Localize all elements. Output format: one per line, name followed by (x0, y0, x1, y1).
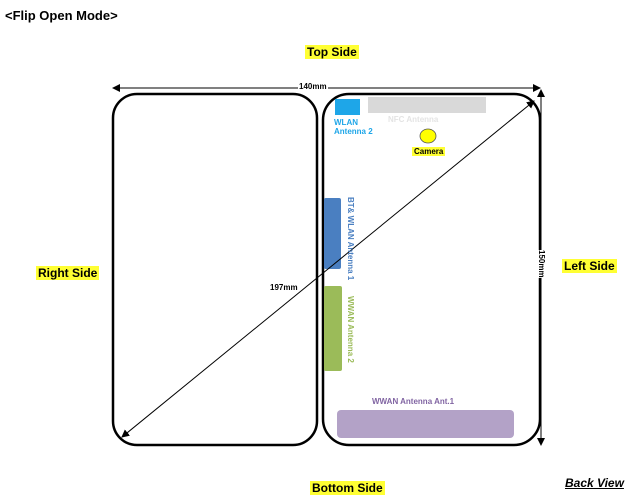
wlan-antenna-2-block (335, 99, 360, 115)
left-panel (111, 92, 319, 447)
wwan-antenna-2-label: WWAN Antenna 2 (346, 296, 355, 363)
back-view-label: Back View (565, 476, 624, 490)
width-dimension-label: 140mm (298, 82, 328, 91)
bottom-side-label: Bottom Side (310, 481, 385, 495)
height-dimension-label: 150mm (537, 250, 546, 278)
wwan-antenna-1-label: WWAN Antenna Ant.1 (372, 397, 455, 406)
right-side-label: Right Side (36, 266, 100, 280)
wlan-antenna-2-line1: WLAN (334, 118, 358, 127)
diagonal-dimension-label: 197mm (270, 283, 298, 292)
wwan-antenna-2-block (324, 286, 342, 371)
nfc-antenna-label: NFC Antenna (388, 115, 439, 124)
top-side-label: Top Side (305, 45, 359, 59)
camera-shape (419, 128, 437, 144)
wlan-antenna-2-line2: Antenna 2 (334, 127, 373, 136)
wwan-antenna-1-block (337, 410, 514, 438)
diagonal-dimension-line (121, 100, 535, 438)
bt-wlan-antenna-1-label: BT& WLAN Antenna 1 (346, 197, 355, 281)
bt-wlan-antenna-1-block (324, 198, 341, 269)
camera-label: Camera (412, 147, 446, 156)
page-title: <Flip Open Mode> (5, 8, 118, 23)
nfc-antenna-block (368, 97, 486, 113)
left-side-label: Left Side (562, 259, 617, 273)
